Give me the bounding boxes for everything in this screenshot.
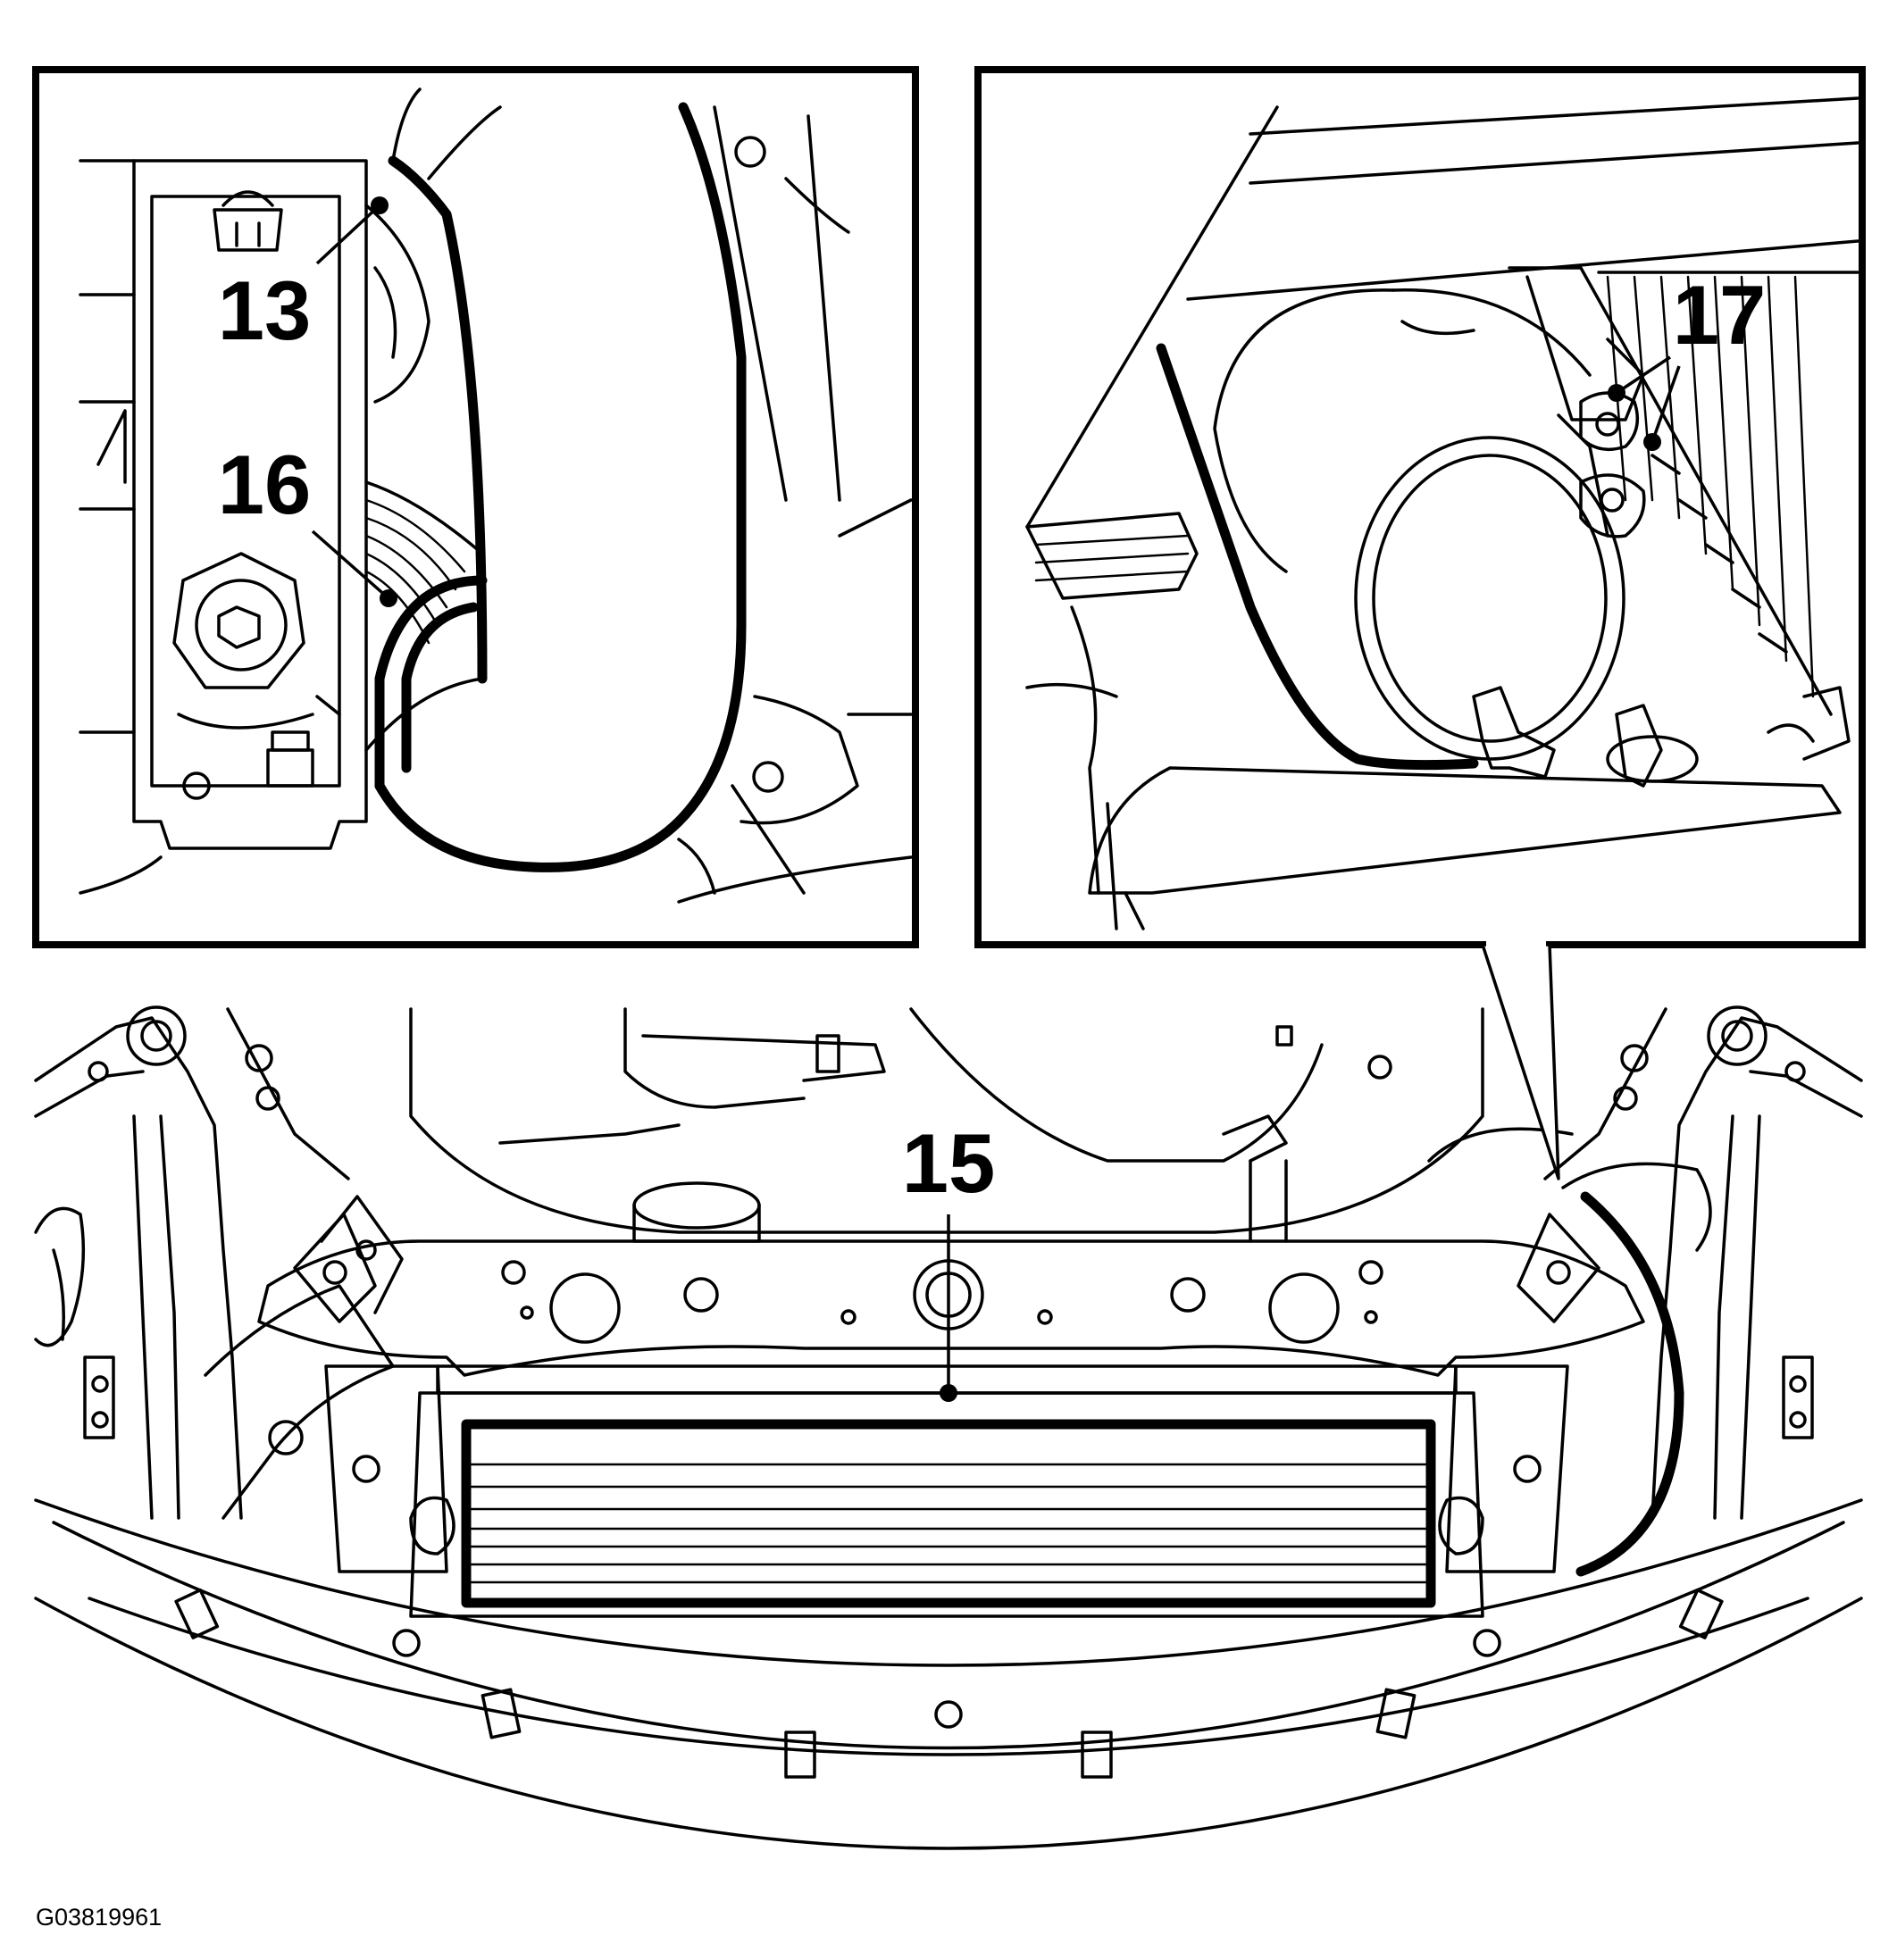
intercooler-fins <box>470 1463 1427 1584</box>
callout-17-label: 17 <box>1673 268 1767 362</box>
callout-13: 13 <box>218 196 389 357</box>
figure-id: G03819961 <box>36 1904 162 1931</box>
right-inset-frame <box>974 66 1866 948</box>
intercooler-core <box>464 1422 1433 1605</box>
inset-pointer <box>1481 943 1560 1180</box>
callout-16: 16 <box>218 438 397 607</box>
callout-16-label: 16 <box>218 438 312 531</box>
radiator-ribs <box>1606 275 1815 698</box>
intercooler-outline <box>461 1419 1436 1608</box>
main-view: 15 <box>34 1005 1863 1850</box>
callout-13-label: 13 <box>218 263 312 357</box>
right-inset: 17 <box>974 66 1866 1180</box>
left-inset: 13 16 <box>32 66 919 948</box>
callout-17: 17 <box>1608 268 1766 451</box>
bumper-clips <box>174 1588 1724 1779</box>
intercooler-hose-right <box>1575 1191 1684 1577</box>
callout-15-label: 15 <box>902 1116 996 1210</box>
callout-15: 15 <box>902 1116 996 1402</box>
